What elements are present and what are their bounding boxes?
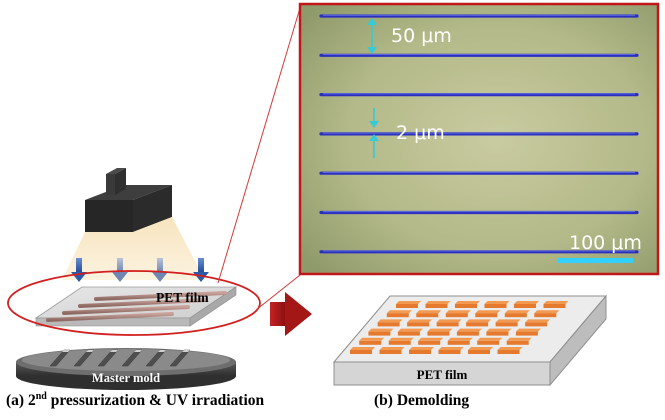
- molded-bar: [350, 350, 372, 354]
- molded-bar: [416, 313, 439, 318]
- molded-bar: [543, 304, 566, 308]
- molded-bar-top: [456, 328, 482, 332]
- caption-a-superscript: nd: [35, 390, 47, 402]
- molded-bar: [396, 304, 418, 308]
- molded-bar: [495, 322, 518, 327]
- width-measure-arrows: [369, 108, 379, 158]
- molded-bar-top: [386, 310, 412, 314]
- molded-bar: [438, 350, 461, 354]
- molded-bar: [477, 340, 500, 345]
- molded-bar-top: [468, 347, 493, 350]
- molded-bar-top: [495, 319, 521, 323]
- molded-bar: [468, 350, 490, 354]
- molded-bar-top: [466, 319, 492, 323]
- molded-bar-top: [359, 337, 385, 341]
- molded-bar-top: [504, 310, 530, 314]
- highlight-ellipse: [7, 270, 261, 336]
- molded-bar-top: [425, 301, 451, 304]
- molded-bar: [368, 331, 391, 336]
- molded-bar-top: [515, 328, 541, 332]
- spacing-measure-arrow: [367, 18, 377, 54]
- molded-bar-top: [368, 328, 394, 332]
- molded-bar: [407, 322, 430, 327]
- molded-bar: [515, 331, 538, 336]
- molded-bar: [455, 304, 477, 308]
- master-mold: [16, 348, 236, 390]
- micrograph: [298, 2, 660, 276]
- spacing-label: 50 μm: [391, 25, 452, 47]
- molded-bar: [425, 304, 448, 308]
- molded-bar-top: [407, 319, 433, 323]
- molded-bar: [397, 331, 420, 336]
- caption-a: (a) 2nd pressurization & UV irradiation: [6, 390, 265, 410]
- molded-bar: [484, 304, 507, 308]
- molded-bar-top: [525, 319, 551, 323]
- width-label: 2 μm: [396, 122, 445, 144]
- molded-bar: [504, 313, 527, 318]
- molded-bar-top: [377, 319, 403, 323]
- molded-bar: [466, 322, 489, 327]
- molded-bar-top: [418, 337, 444, 341]
- molded-bar: [377, 322, 400, 327]
- molded-bar-top: [475, 310, 501, 314]
- molded-bar: [445, 313, 468, 318]
- molded-bar-top: [477, 337, 503, 341]
- molded-bar-top: [396, 301, 421, 304]
- uv-beam: [62, 217, 205, 280]
- master-mold-label: Master mold: [92, 371, 160, 385]
- molded-bar-top: [543, 301, 569, 304]
- molded-bar-top: [534, 310, 560, 314]
- molded-bar: [497, 350, 520, 354]
- molded-bar: [514, 304, 536, 308]
- zoom-connector: [217, 7, 301, 311]
- molded-bar: [447, 340, 470, 345]
- molded-bar: [409, 350, 431, 354]
- molded-bar-top: [438, 347, 464, 350]
- pet-film-right-label: PET film: [417, 367, 468, 382]
- molded-bar: [418, 340, 441, 345]
- molded-bar: [486, 331, 509, 336]
- molded-bar: [388, 340, 411, 345]
- molded-bar-top: [397, 328, 423, 332]
- molded-bar: [359, 340, 382, 345]
- molded-pattern: [350, 301, 569, 354]
- pattern-lines: [319, 14, 639, 254]
- molded-bar-top: [427, 328, 453, 332]
- molded-bar-top: [388, 337, 414, 341]
- molded-bar: [456, 331, 479, 336]
- caption-b: (b) Demolding: [374, 392, 470, 409]
- molded-bar-top: [506, 337, 532, 341]
- molded-bar: [386, 313, 409, 318]
- molded-bar: [534, 313, 557, 318]
- molded-bar-top: [486, 328, 512, 332]
- molded-bar-top: [350, 347, 375, 350]
- molded-bar-top: [514, 301, 539, 304]
- molded-bar: [525, 322, 548, 327]
- molded-bar-top: [447, 337, 473, 341]
- molded-bar: [436, 322, 459, 327]
- caption-a-suffix: pressurization & UV irradiation: [46, 392, 265, 409]
- uv-lamp: [85, 168, 172, 232]
- pet-film-left-label: PET film: [156, 290, 209, 305]
- molded-bar-top: [497, 347, 523, 350]
- molded-bar-top: [379, 347, 405, 350]
- caption-a-prefix: (a) 2: [6, 392, 36, 409]
- molded-bar-top: [436, 319, 462, 323]
- molded-bar: [475, 313, 498, 318]
- molded-bar-top: [484, 301, 510, 304]
- demold-arrow: [270, 292, 312, 336]
- molded-bar-top: [416, 310, 442, 314]
- molded-bar-top: [409, 347, 434, 350]
- molded-bar: [427, 331, 450, 336]
- scale-bar: [558, 258, 633, 263]
- molded-bar-top: [455, 301, 480, 304]
- scale-bar-label: 100 μm: [569, 232, 642, 254]
- pattern-rods-left: [46, 291, 227, 322]
- molded-bar: [506, 340, 529, 345]
- molded-bar-top: [445, 310, 471, 314]
- molded-bar: [379, 350, 402, 354]
